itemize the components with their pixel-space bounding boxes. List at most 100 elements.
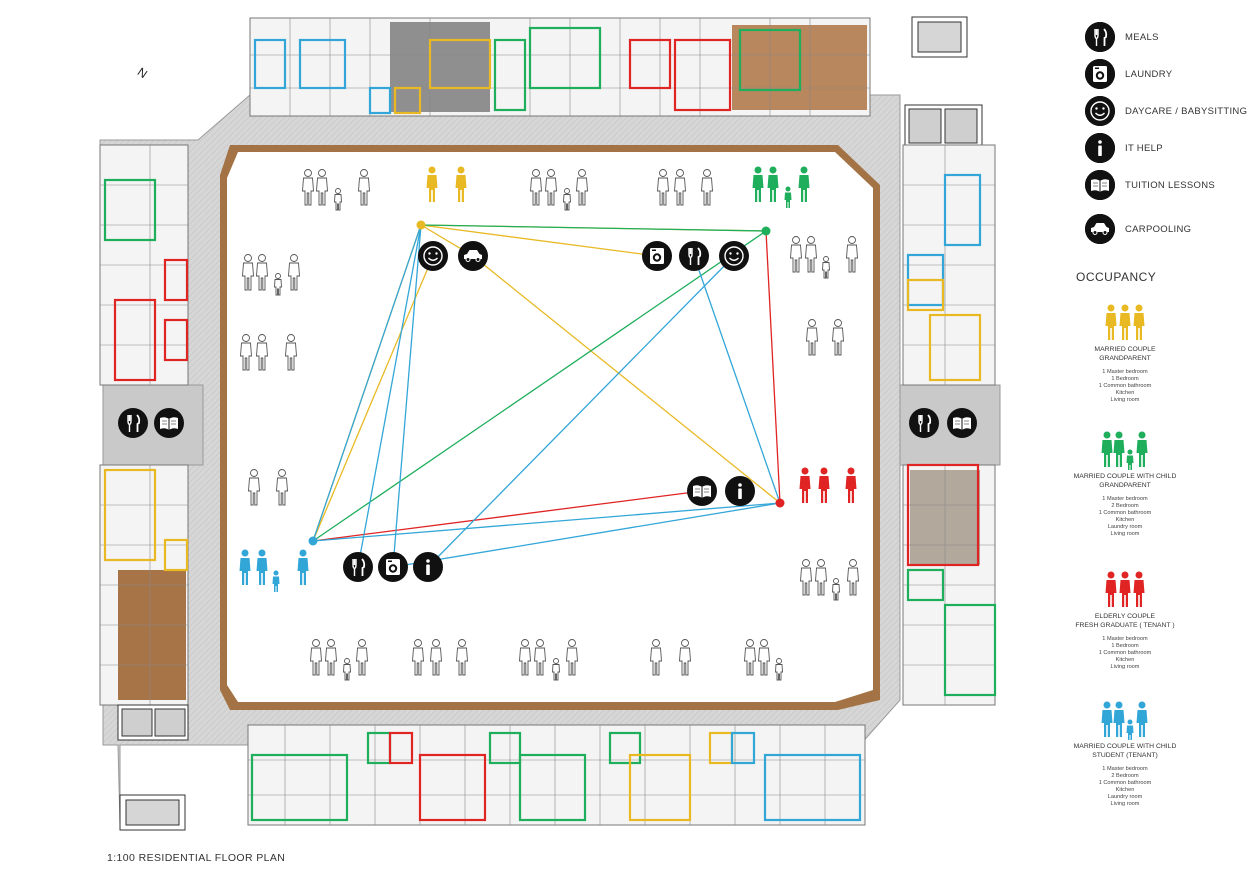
- room-item: 2 Bedroom: [1111, 503, 1139, 509]
- legend-item-tuition: TUITION LESSONS: [1085, 170, 1215, 200]
- courtyard: [220, 145, 880, 710]
- network-link-yellow: [472, 255, 781, 504]
- family-figure-icon: [1101, 701, 1148, 740]
- room-item: 1 Master bedroom: [1102, 496, 1148, 502]
- room-item: Living room: [1110, 397, 1140, 403]
- book-icon: [946, 407, 978, 439]
- network-link-blue: [392, 224, 422, 568]
- room-item: Kitchen: [1115, 787, 1135, 793]
- occupancy-label-line: MARRIED COUPLE: [1094, 346, 1156, 353]
- legend-label: LAUNDRY: [1125, 68, 1173, 80]
- room-item: 1 Common bathroom: [1098, 510, 1152, 516]
- network-link-blue: [392, 502, 781, 568]
- network-node-yellow: [416, 220, 426, 230]
- room-item: 1 Common bathroom: [1098, 780, 1152, 786]
- occupancy-label-line: GRANDPARENT: [1099, 481, 1151, 489]
- room-item: 1 Bedroom: [1111, 376, 1139, 382]
- sharing-network-lines: [312, 224, 781, 568]
- legend-label: IT HELP: [1125, 142, 1163, 154]
- smiley-icon: [1085, 96, 1115, 126]
- legend-label: MEALS: [1125, 31, 1159, 43]
- network-link-yellow: [420, 224, 658, 257]
- fork-knife-icon: [908, 407, 940, 439]
- network-link-red: [765, 230, 781, 504]
- network-link-red: [312, 490, 703, 542]
- legend-label: DAYCARE / BABYSITTING: [1125, 105, 1248, 117]
- plan-caption: 1:100 RESIDENTIAL FLOOR PLAN: [107, 852, 286, 864]
- legend-item-meals: MEALS: [1085, 22, 1159, 52]
- car-icon: [1085, 214, 1115, 244]
- occupancy-label-line: GRANDPARENT: [1099, 354, 1151, 362]
- network-link-green: [420, 224, 767, 232]
- left-units: [99, 144, 189, 831]
- fork-knife-icon: [117, 407, 149, 439]
- room-item: Kitchen: [1115, 390, 1135, 396]
- book-icon: [1085, 170, 1115, 200]
- family-figure-icon: [1105, 304, 1145, 340]
- network-link-blue: [427, 255, 735, 568]
- smiley-icon: [718, 240, 750, 272]
- legend-panel: MEALS LAUNDRY DAYCARE / BABYSITTING IT HELP…: [1060, 0, 1250, 869]
- room-item: 1 Common bathroom: [1098, 383, 1152, 389]
- room-item: Laundry room: [1107, 524, 1143, 530]
- book-icon: [153, 407, 185, 439]
- occupancy-title: OCCUPANCY: [1076, 270, 1157, 284]
- legend-item-ithelp: IT HELP: [1085, 133, 1163, 163]
- legend-item-carpool: CARPOOLING: [1085, 214, 1191, 244]
- room-item: 1 Bedroom: [1111, 643, 1139, 649]
- floor-plan-diagram: [99, 16, 1001, 831]
- network-link-blue: [693, 255, 781, 504]
- room-item: Living room: [1110, 801, 1140, 807]
- sharing-network-nodes: [308, 220, 785, 546]
- legend-label: CARPOOLING: [1125, 223, 1192, 235]
- room-item: 1 Master bedroom: [1102, 636, 1148, 642]
- occupancy-label-line: MARRIED COUPLE WITH CHILD: [1073, 473, 1177, 480]
- room-item: 2 Bedroom: [1111, 773, 1139, 779]
- washing-machine-icon: [378, 552, 408, 582]
- legend-item-daycare: DAYCARE / BABYSITTING: [1085, 96, 1247, 126]
- network-link-blue: [312, 502, 781, 542]
- occupancy-label-line: FRESH GRADUATE ( TENANT ): [1075, 621, 1175, 629]
- legend-item-laundry: LAUNDRY: [1085, 59, 1172, 89]
- room-item: Living room: [1110, 531, 1140, 537]
- washing-machine-icon: [1085, 59, 1115, 89]
- room-item: Laundry room: [1107, 794, 1143, 800]
- fork-knife-icon: [678, 240, 710, 272]
- info-icon: [725, 476, 755, 506]
- family-figure-icon: [1105, 571, 1145, 607]
- room-item: 1 Master bedroom: [1102, 766, 1148, 772]
- info-icon: [413, 552, 443, 582]
- legend-label: TUITION LESSONS: [1125, 179, 1216, 191]
- network-link-green: [312, 230, 767, 542]
- occupancy-label-line: STUDENT (TENANT): [1092, 751, 1158, 759]
- network-link-blue: [357, 224, 422, 568]
- occupancy-label-line: ELDERLY COUPLE: [1094, 613, 1156, 620]
- right-units: [902, 144, 997, 706]
- network-node-red: [775, 498, 785, 508]
- occupancy-label-line: MARRIED COUPLE WITH CHILD: [1073, 743, 1177, 750]
- room-item: 1 Common bathroom: [1098, 650, 1152, 656]
- smiley-icon: [417, 240, 449, 272]
- info-icon: [1085, 133, 1115, 163]
- top-units: [249, 16, 983, 148]
- room-item: 1 Master bedroom: [1102, 369, 1148, 375]
- family-figure-icon: [1101, 431, 1148, 470]
- network-link-yellow: [312, 255, 434, 542]
- washing-machine-icon: [642, 241, 672, 271]
- fork-knife-icon: [1085, 22, 1115, 52]
- bottom-units: [247, 724, 866, 826]
- network-node-green: [761, 226, 771, 236]
- fork-knife-icon: [342, 551, 374, 583]
